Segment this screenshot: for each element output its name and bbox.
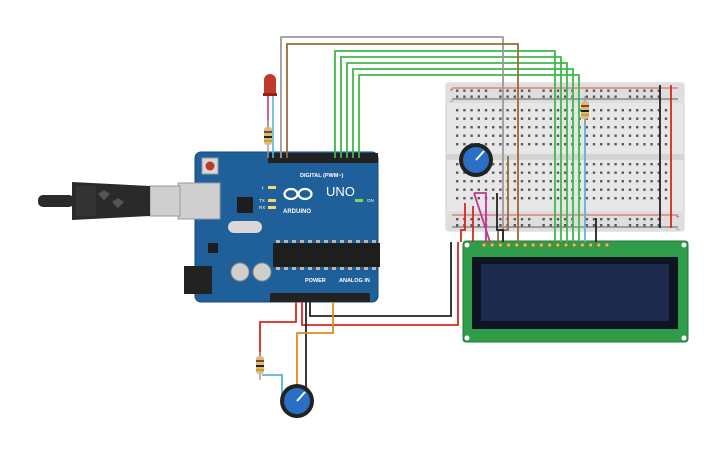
led-icon	[263, 74, 277, 158]
reset-button-cap[interactable]	[205, 161, 215, 171]
data-wires	[334, 50, 580, 242]
rail-plus-bottom: +	[676, 215, 680, 221]
arduino-logo-icon	[283, 187, 313, 201]
regulator	[208, 243, 218, 253]
resistor-icon	[581, 96, 589, 125]
on-label: ON	[367, 198, 374, 203]
digital-header	[268, 153, 378, 163]
rail-plus-top: +	[450, 88, 454, 94]
arduino-uno: ARDUINO UNO DIGITAL (PWM~) POWER ANALOG …	[177, 151, 380, 303]
l-label: L	[262, 185, 265, 190]
digital-header-label: DIGITAL (PWM~)	[300, 173, 344, 179]
analog-label: ANALOG IN	[339, 278, 370, 284]
breadboard: + − + −	[445, 82, 685, 233]
usb-chip	[237, 197, 253, 213]
usb-port	[177, 182, 221, 220]
power-analog-header	[270, 293, 370, 302]
power-jack	[184, 266, 212, 294]
breadboard-holes	[456, 89, 668, 227]
control-wires	[280, 36, 672, 243]
crystal	[228, 221, 262, 233]
rail-minus-top: −	[450, 99, 454, 105]
rx-label: RX	[259, 205, 265, 210]
rail-minus-bottom: −	[676, 227, 680, 233]
tx-label: TX	[259, 198, 265, 203]
lcd-16x2	[462, 240, 689, 343]
lcd-pin-header	[481, 242, 610, 248]
usb-plug-icon	[38, 182, 181, 220]
power-wires	[259, 242, 459, 395]
lcd-screen	[481, 264, 669, 321]
arduino-model: UNO	[326, 184, 355, 199]
capacitor-1	[230, 262, 250, 282]
capacitor-2	[252, 262, 272, 282]
resistor-icon	[256, 352, 264, 380]
potentiometer-icon[interactable]	[459, 143, 493, 177]
atmega-chip	[273, 243, 380, 267]
potentiometer-icon[interactable]	[280, 384, 314, 418]
arduino-brand: ARDUINO	[283, 209, 311, 215]
power-label: POWER	[305, 278, 326, 284]
resistor-icon	[264, 120, 272, 158]
